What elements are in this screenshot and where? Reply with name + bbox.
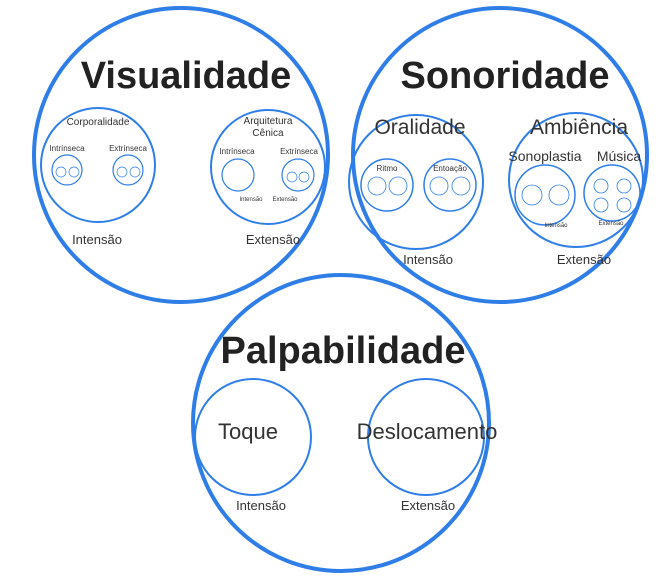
palpabilidade-extensao-label: Extensão: [401, 498, 455, 513]
visualidade-circle: [32, 6, 330, 304]
toque-circle: [194, 378, 312, 496]
ambiencia-musica-label: Música: [597, 148, 642, 164]
visualidade-extensao-label: Extensão: [246, 232, 300, 247]
ambiencia-intensao-label: Intensão: [544, 223, 568, 229]
oralidade-entoacao-label: Entoação: [433, 164, 467, 173]
corporalidade-intrinseca-circle: [51, 154, 83, 186]
sonoridade-title: Sonoridade: [400, 55, 609, 97]
deslocamento-circle: [367, 378, 485, 496]
arquitetura-extrinseca-sub-circle: [286, 171, 298, 183]
ambiencia-musica-sub-circle: [593, 197, 609, 213]
toque-label: Toque: [218, 419, 278, 444]
oralidade-entoacao-sub-circle: [451, 176, 471, 196]
corporalidade-extrinseca-sub-circle: [129, 166, 141, 178]
palpabilidade-title: Palpabilidade: [221, 330, 466, 372]
arquitetura-extensao-label: Extensão: [272, 197, 298, 203]
oralidade-ritmo-label: Ritmo: [377, 164, 398, 173]
oralidade-title: Oralidade: [374, 116, 465, 139]
corporalidade-intrinseca-label: Intrínseca: [49, 144, 85, 153]
sonoridade-extensao-label: Extensão: [557, 252, 611, 267]
ambiencia-sonoplastia-circle: [514, 164, 576, 226]
ambiencia-sonoplastia-sub-circle: [548, 184, 570, 206]
corporalidade-intrinseca-sub-circle: [68, 166, 80, 178]
arquitetura-extrinseca-label: Extrínseca: [280, 147, 318, 156]
arquitetura-extrinseca-sub-circle: [298, 171, 310, 183]
oralidade-entoacao-circle: [423, 158, 477, 212]
visualidade-intensao-label: Intensão: [72, 232, 122, 247]
visualidade-group: Visualidade Corporalidade Intrínseca Ext…: [32, 6, 330, 304]
palpabilidade-circle: [191, 273, 491, 573]
oralidade-ritmo-sub-circle: [388, 176, 408, 196]
corporalidade-extrinseca-sub-circle: [116, 166, 128, 178]
arquitetura-intensao-label: Intensão: [239, 197, 263, 203]
arquitetura-intrinseca-label: Intrínseca: [219, 147, 255, 156]
ambiencia-musica-sub-circle: [593, 178, 609, 194]
arquitetura-intrinseca-circle: [221, 158, 255, 192]
arquitetura-title-line2: Cênica: [252, 128, 284, 139]
corporalidade-intrinseca-sub-circle: [55, 166, 67, 178]
corporalidade-extrinseca-circle: [112, 154, 144, 186]
arquitetura-title-line1: Arquitetura: [244, 116, 293, 127]
sonoridade-circle: [351, 6, 649, 304]
corporalidade-title: Corporalidade: [67, 117, 130, 128]
corporalidade-circle: [40, 107, 156, 223]
oralidade-ritmo-circle: [360, 158, 414, 212]
sonoridade-intensao-label: Intensão: [403, 252, 453, 267]
oralidade-ritmo-sub-circle: [367, 176, 387, 196]
visualidade-title: Visualidade: [81, 55, 292, 97]
arquitetura-circle: [210, 109, 326, 225]
oralidade-entoacao-sub-circle: [429, 176, 449, 196]
ambiencia-musica-sub-circle: [616, 178, 632, 194]
palpabilidade-group: Palpabilidade Toque Deslocamento Intensã…: [191, 273, 498, 573]
ambiencia-circle: [508, 112, 644, 248]
palpabilidade-intensao-label: Intensão: [236, 498, 286, 513]
ambiencia-musica-circle: [583, 164, 641, 222]
oralidade-circle: [348, 114, 484, 250]
arquitetura-extrinseca-circle: [281, 158, 315, 192]
ambiencia-title: Ambiência: [530, 116, 628, 139]
sonoridade-group: Sonoridade Oralidade Ritmo Entoação Ambi…: [348, 6, 649, 304]
ambiencia-sonoplastia-label: Sonoplastia: [508, 148, 581, 164]
deslocamento-label: Deslocamento: [357, 419, 498, 444]
ambiencia-sonoplastia-sub-circle: [521, 184, 543, 206]
ambiencia-musica-sub-circle: [616, 197, 632, 213]
ambiencia-extensao-label: Extensão: [598, 221, 624, 227]
corporalidade-extrinseca-label: Extrínseca: [109, 144, 147, 153]
